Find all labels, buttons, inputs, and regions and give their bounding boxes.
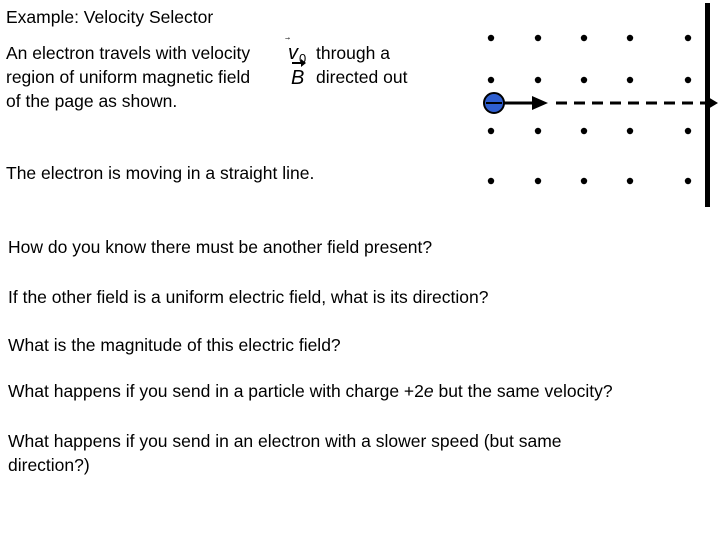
intro-line-1: An electron travels with velocity [6, 42, 250, 64]
field-dot-icon [580, 177, 588, 185]
field-dot-icon [534, 76, 542, 84]
question-4-charge-symbol: e [423, 381, 434, 401]
question-1: How do you know there must be another fi… [8, 237, 433, 257]
question-5-line-1: What happens if you send in an electron … [8, 431, 562, 451]
right-plate [705, 3, 710, 207]
field-dot-icon [534, 177, 542, 185]
field-dot-icon [684, 177, 692, 185]
question-5-line-2: direction?) [8, 455, 90, 475]
field-dot-icon [626, 177, 634, 185]
intro-line-3: of the page as shown. [6, 91, 178, 111]
field-symbol: B [291, 67, 305, 89]
field-dot-icon [487, 127, 495, 135]
question-4-after: but the same velocity? [433, 381, 613, 401]
question-3: What is the magnitude of this electric f… [8, 335, 341, 355]
intro-line-2-tail: directed out [316, 67, 408, 87]
intro-line-1-tail: through a [316, 43, 390, 63]
field-vector-arrowhead-icon [301, 59, 306, 67]
velocity-arrowhead-icon [532, 96, 548, 110]
velocity-symbol: v [288, 42, 298, 64]
question-4: What happens if you send in a particle w… [8, 380, 613, 402]
field-dot-icon [684, 76, 692, 84]
velocity-subscript: 0 [299, 51, 307, 66]
field-dot-icon [487, 76, 495, 84]
field-dot-icon [684, 127, 692, 135]
motion-note: The electron is moving in a straight lin… [6, 163, 315, 183]
field-dot-icon [580, 127, 588, 135]
field-dot-icon [684, 34, 692, 42]
field-dot-icon [626, 127, 634, 135]
field-dot-icon [626, 34, 634, 42]
question-4-before: What happens if you send in a particle w… [8, 381, 424, 401]
magnetic-field-dots [487, 34, 692, 185]
intro-line-2-text: region of uniform magnetic field [6, 67, 251, 87]
slide-title: Example: Velocity Selector [6, 7, 214, 27]
question-2: If the other field is a uniform electric… [8, 287, 489, 307]
field-dot-icon [487, 177, 495, 185]
field-dot-icon [626, 76, 634, 84]
intro-line-2: region of uniform magnetic field [6, 66, 250, 88]
field-dot-icon [534, 127, 542, 135]
field-dot-icon [580, 76, 588, 84]
field-dot-icon [534, 34, 542, 42]
field-dot-icon [580, 34, 588, 42]
intro-line-1-text: An electron travels with velocity [6, 43, 251, 63]
trajectory-arrowhead-icon [708, 97, 718, 109]
field-dot-icon [487, 34, 495, 42]
field-vector-arrow-icon [292, 62, 303, 64]
velocity-selector-diagram [483, 3, 718, 207]
